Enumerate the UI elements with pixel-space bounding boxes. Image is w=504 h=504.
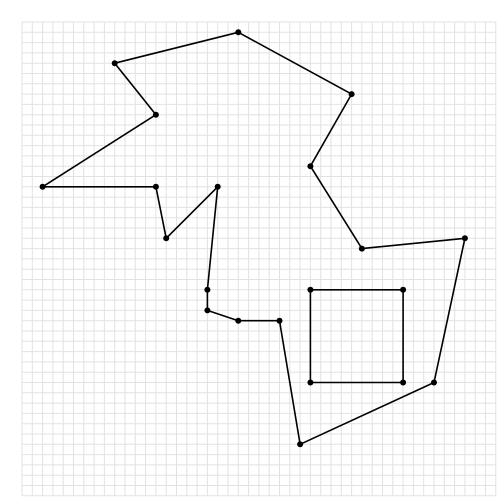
- inner-square-vertex: [307, 379, 314, 386]
- outer-polygon-vertex: [461, 235, 468, 242]
- grid: [21, 21, 497, 497]
- outer-polygon-vertex: [307, 163, 314, 170]
- outer-polygon-vertex: [39, 183, 46, 190]
- outer-polygon-vertex: [111, 60, 118, 67]
- outer-polygon-vertex: [204, 307, 211, 314]
- inner-square-vertex: [307, 286, 314, 293]
- outer-polygon-vertex: [152, 111, 159, 118]
- outer-polygon: [41, 31, 466, 446]
- outer-polygon-vertex: [297, 441, 304, 448]
- outer-polygon-vertex: [358, 245, 365, 252]
- outer-polygon-vertex: [152, 183, 159, 190]
- inner-square-vertex: [400, 286, 407, 293]
- outer-polygon-vertex: [235, 317, 242, 324]
- outer-polygon-vertex: [235, 29, 242, 36]
- outer-polygon-vertex: [431, 379, 437, 386]
- outer-polygon-vertex: [163, 235, 170, 242]
- outer-polygon-vertex: [276, 317, 283, 324]
- outer-polygon-vertex: [348, 91, 355, 98]
- outer-polygon-vertex: [214, 183, 221, 190]
- outer-polygon-vertex: [204, 286, 211, 293]
- inner-square-vertex: [400, 379, 407, 386]
- shapes: [39, 29, 468, 448]
